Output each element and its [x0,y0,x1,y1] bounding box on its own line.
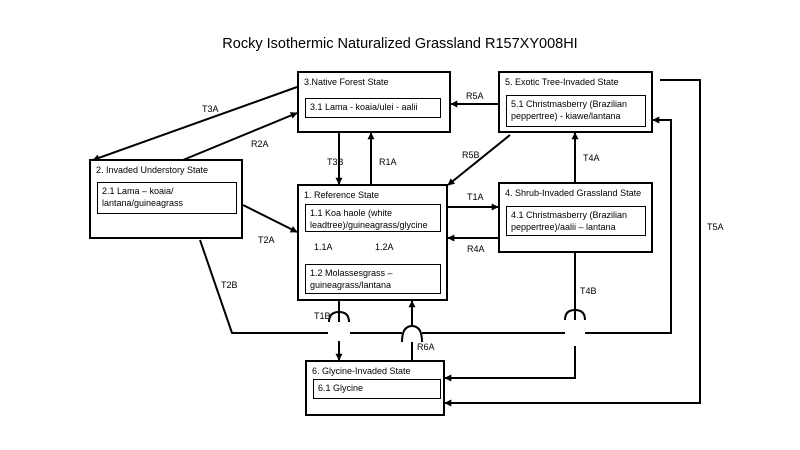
label-r5b: R5B [462,150,480,160]
label-r4a: R4A [467,244,485,254]
state-title: 2. Invaded Understory State [96,165,209,175]
community-1-1: 1.1 Koa haole (white leadtree)/guineagra… [305,204,441,232]
state-exotic-tree: 5. Exotic Tree-Invaded State 5.1 Christm… [498,71,653,133]
diagram-title: Rocky Isothermic Naturalized Grassland R… [222,36,578,52]
arrow-t2b-end [585,116,672,334]
state-title: 4. Shrub-Invaded Grassland State [505,188,642,198]
state-invaded-understory: 2. Invaded Understory State 2.1 Lama – k… [89,159,243,239]
label-r5a: R5A [466,91,484,101]
label-t4b: T4B [580,286,597,296]
community-1-2: 1.2 Molassesgrass – guineagrass/lantana [305,264,441,294]
label-t5a: T5A [707,222,724,232]
state-glycine: 6. Glycine-Invaded State 6.1 Glycine [305,360,445,416]
label-t1a: T1A [467,192,484,202]
label-r2a: R2A [251,139,269,149]
arrow-t1b-hop [328,310,350,323]
label-pathway-1-1a: 1.1A [314,242,333,252]
state-title: 6. Glycine-Invaded State [312,366,411,376]
label-t2b: T2B [221,280,238,290]
arrow-r6a-hop [401,324,423,343]
arrow-t4b-end [444,346,576,382]
arrow-t5a [444,79,701,407]
state-title: 3.Native Forest State [304,77,389,87]
label-r1a: R1A [379,157,397,167]
arrow-t2b [199,239,328,334]
state-native-forest: 3.Native Forest State 3.1 Lama - koaia/u… [297,71,451,133]
community-5-1: 5.1 Christmasberry (Brazilian peppertree… [506,95,646,127]
label-t1b: T1B [314,311,331,321]
label-pathway-1-2a: 1.2A [375,242,394,252]
arrow-t2a [242,204,298,233]
label-t2a: T2A [258,235,275,245]
label-t4a: T4A [583,153,600,163]
state-reference: 1. Reference State 1.1 Koa haole (white … [297,184,448,301]
state-shrub-invaded: 4. Shrub-Invaded Grassland State 4.1 Chr… [498,182,653,253]
label-t3b: T3B [327,157,344,167]
arrow-r5b [447,134,511,186]
community-2-1: 2.1 Lama – koaia/ lantana/guineagrass [97,182,237,214]
label-t3a: T3A [202,104,219,114]
community-6-1: 6.1 Glycine [313,379,441,399]
state-title: 5. Exotic Tree-Invaded State [505,77,619,87]
arrow-r2a [182,112,298,161]
arrow-t3a [92,86,298,162]
state-title: 1. Reference State [304,190,380,200]
community-3-1: 3.1 Lama - koaia/ulei - aalii [305,98,441,118]
label-r6a: R6A [417,342,435,352]
arrow-t4b-hop [564,308,586,321]
community-4-1: 4.1 Christmasberry (Brazilian peppertree… [506,206,646,236]
